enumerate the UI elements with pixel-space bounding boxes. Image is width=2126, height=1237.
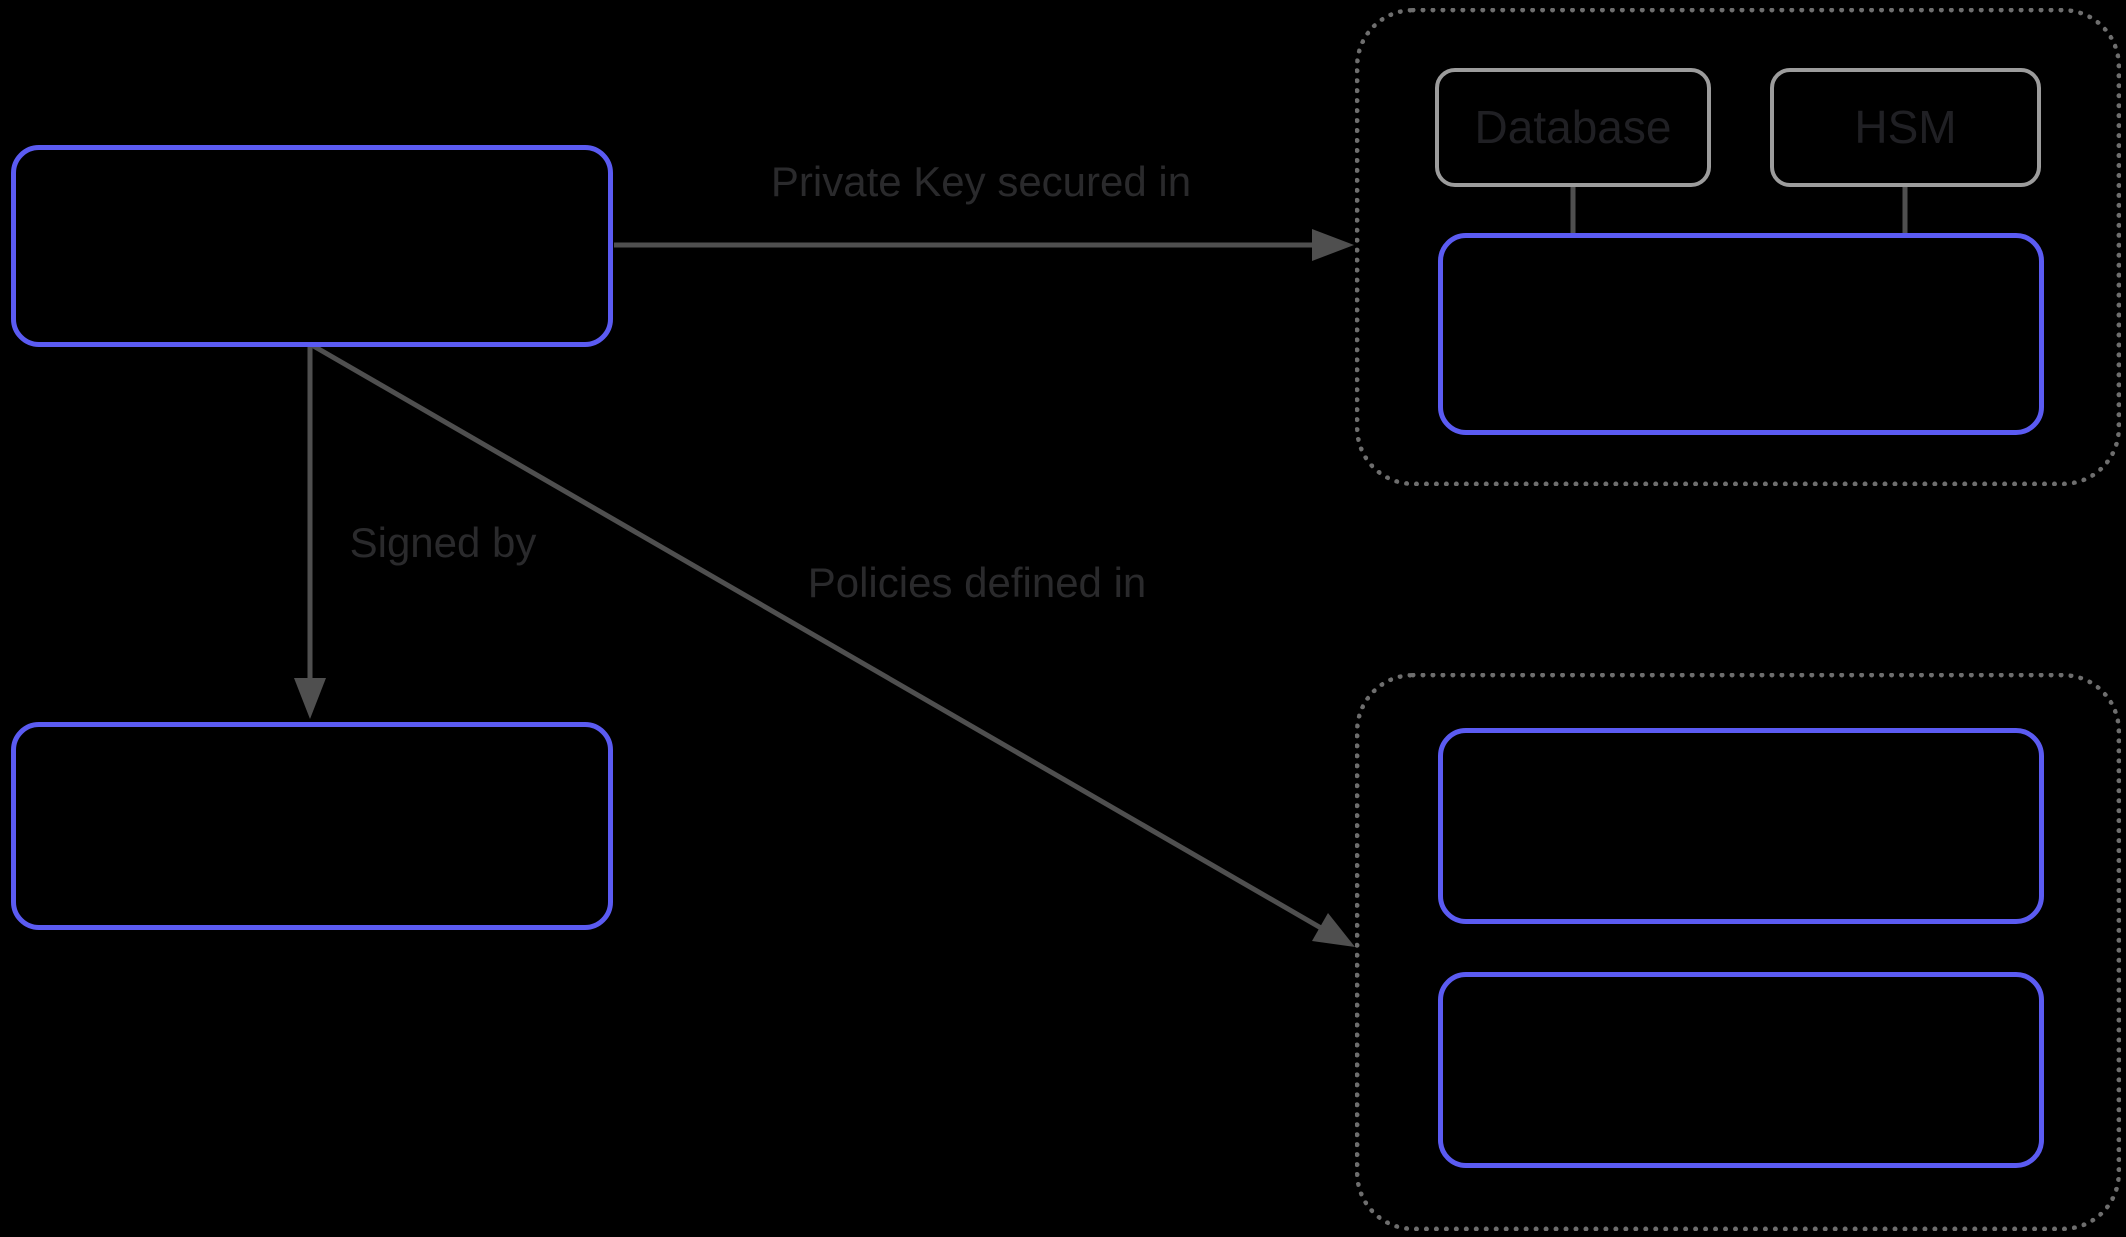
hsm-node: HSM (1770, 68, 2041, 187)
edge-label-signed-by: Signed by (349, 518, 537, 566)
policies-group (1355, 673, 2121, 1231)
edge-label-policies-defined-in: Policies defined in (807, 558, 1147, 606)
signed-node (11, 722, 613, 930)
edge-label-private-key-secured-in: Private Key secured in (770, 157, 1192, 205)
hsm-node-label: HSM (1854, 100, 1957, 153)
policy-node-1 (1438, 728, 2044, 924)
policy-node-2 (1438, 972, 2044, 1168)
database-node: Database (1435, 68, 1711, 187)
main-node (11, 145, 613, 347)
key-storage-node (1438, 233, 2044, 435)
edge-private-key-secured-in-arrow (614, 229, 1354, 261)
edge-signed-by-arrow (294, 344, 326, 719)
database-node-label: Database (1474, 100, 1672, 153)
key-storage-group (1355, 8, 2121, 486)
